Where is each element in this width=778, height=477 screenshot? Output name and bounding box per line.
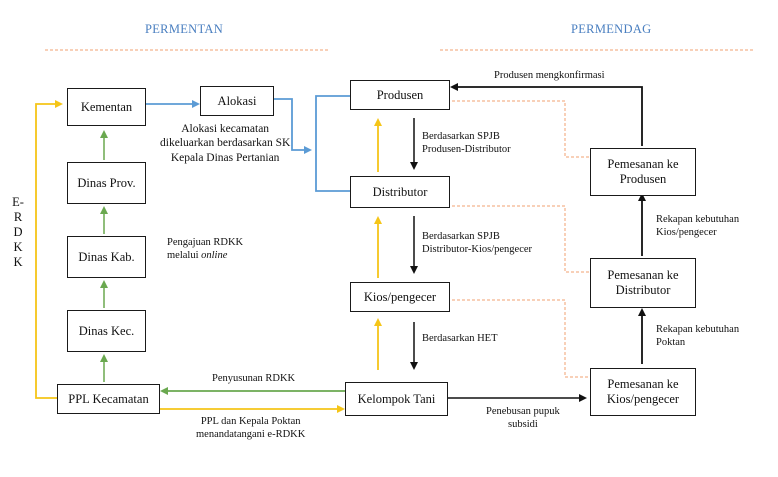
node-pemesanan-distributor: Pemesanan ke Distributor (590, 258, 696, 308)
node-label: Produsen (619, 172, 667, 186)
label-line: Poktan (656, 337, 686, 349)
label-line: dikeluarkan berdasarkan SK (160, 137, 291, 150)
dashed-link-kios (452, 299, 590, 378)
node-label: Kios/pengecer (363, 289, 437, 304)
label-line: melalui online (167, 249, 243, 262)
label-text-online: online (201, 250, 228, 262)
label-line: Kepala Dinas Pertanian (170, 151, 280, 164)
node-ppl-kecamatan: PPL Kecamatan (57, 384, 160, 414)
node-label: Kelompok Tani (357, 391, 436, 406)
side-label-char: K (13, 240, 23, 254)
node-pemesanan-kios: Pemesanan ke Kios/pengecer (590, 368, 696, 416)
node-label: Distributor (615, 283, 671, 297)
label-line: Berdasarkan HET (422, 333, 498, 344)
dashed-link-produsen (452, 100, 590, 158)
label-pengajuan-rdkk: Pengajuan RDKK melalui online (167, 236, 243, 262)
side-label-char: K (13, 255, 23, 269)
label-penyusunan-rdkk: Penyusunan RDKK (212, 372, 295, 385)
node-label: Dinas Kec. (78, 323, 135, 338)
side-label-char: E- (12, 195, 24, 209)
arrow-erdkk-loop (35, 100, 63, 399)
label-line: Pengajuan RDKK (167, 237, 244, 248)
node-kelompok-tani: Kelompok Tani (345, 382, 448, 416)
side-label-char: D (13, 225, 23, 239)
label-line: Produsen-Distributor (422, 144, 511, 156)
connector-produsen-distributor-bracket (315, 95, 350, 192)
node-distributor: Distributor (350, 176, 450, 208)
node-produsen: Produsen (350, 80, 450, 110)
label-line: subsidi (508, 419, 538, 431)
connector-alokasi-bracket (274, 98, 312, 154)
node-label: Dinas Kab. (78, 249, 135, 264)
node-kementan: Kementan (67, 88, 146, 126)
label-produsen-mengkonfirmasi: Produsen mengkonfirmasi (494, 69, 605, 82)
node-label: Dinas Prov. (77, 175, 136, 190)
label-spjb-distributor: Berdasarkan SPJB Distributor-Kios/pengec… (422, 230, 532, 256)
label-rekap-poktan: Rekapan kebutuhan Poktan (656, 323, 739, 349)
label-line: Alokasi kecamatan (181, 123, 270, 135)
label-spjb-produsen: Berdasarkan SPJB Produsen-Distributor (422, 130, 511, 156)
label-line: menandatangani e-RDKK (196, 429, 306, 441)
label-line: Distributor-Kios/pengecer (422, 244, 533, 256)
label-line: Berdasarkan SPJB (422, 131, 500, 142)
node-label: Alokasi (217, 93, 257, 108)
node-pemesanan-produsen: Pemesanan ke Produsen (590, 148, 696, 196)
dashed-link-distributor (452, 205, 590, 273)
node-alokasi: Alokasi (200, 86, 274, 116)
label-line: Kios/pengecer (656, 227, 717, 239)
side-label-erdkk: E- R D K K (11, 195, 25, 270)
label-ppl-poktan: PPL dan Kepala Poktan menandatangani e-R… (196, 415, 305, 441)
label-het: Berdasarkan HET (422, 332, 498, 345)
label-line: Berdasarkan SPJB (422, 231, 500, 242)
label-line: Produsen mengkonfirmasi (494, 70, 605, 81)
node-label: Kios/pengecer (606, 392, 680, 406)
label-text: melalui (167, 250, 202, 262)
node-dinas-kec: Dinas Kec. (67, 310, 146, 352)
node-dinas-kab: Dinas Kab. (67, 236, 146, 278)
node-label: Pemesanan ke (607, 377, 679, 391)
header-permendag: PERMENDAG (571, 22, 652, 36)
arrow-produsen-confirm (450, 83, 643, 146)
label-penebusan-pupuk: Penebusan pupuk subsidi (486, 405, 560, 431)
label-alokasi-kecamatan: Alokasi kecamatan dikeluarkan berdasarka… (160, 122, 290, 165)
node-label: Pemesanan ke (607, 268, 679, 282)
label-rekap-kios: Rekapan kebutuhan Kios/pengecer (656, 213, 739, 239)
label-line: PPL dan Kepala Poktan (200, 416, 301, 427)
node-label: Distributor (372, 184, 428, 199)
node-dinas-prov: Dinas Prov. (67, 162, 146, 204)
node-label: Produsen (376, 87, 424, 102)
node-label: PPL Kecamatan (68, 391, 149, 406)
node-label: Pemesanan ke (607, 157, 679, 171)
node-kios-pengecer: Kios/pengecer (350, 282, 450, 312)
label-line: Penyusunan RDKK (212, 373, 296, 384)
node-label: Kementan (80, 99, 133, 114)
label-line: Rekapan kebutuhan (656, 324, 740, 335)
header-permentan: PERMENTAN (145, 22, 224, 36)
label-line: Rekapan kebutuhan (656, 214, 740, 225)
side-label-char: R (13, 210, 23, 224)
label-line: Penebusan pupuk (486, 406, 560, 417)
